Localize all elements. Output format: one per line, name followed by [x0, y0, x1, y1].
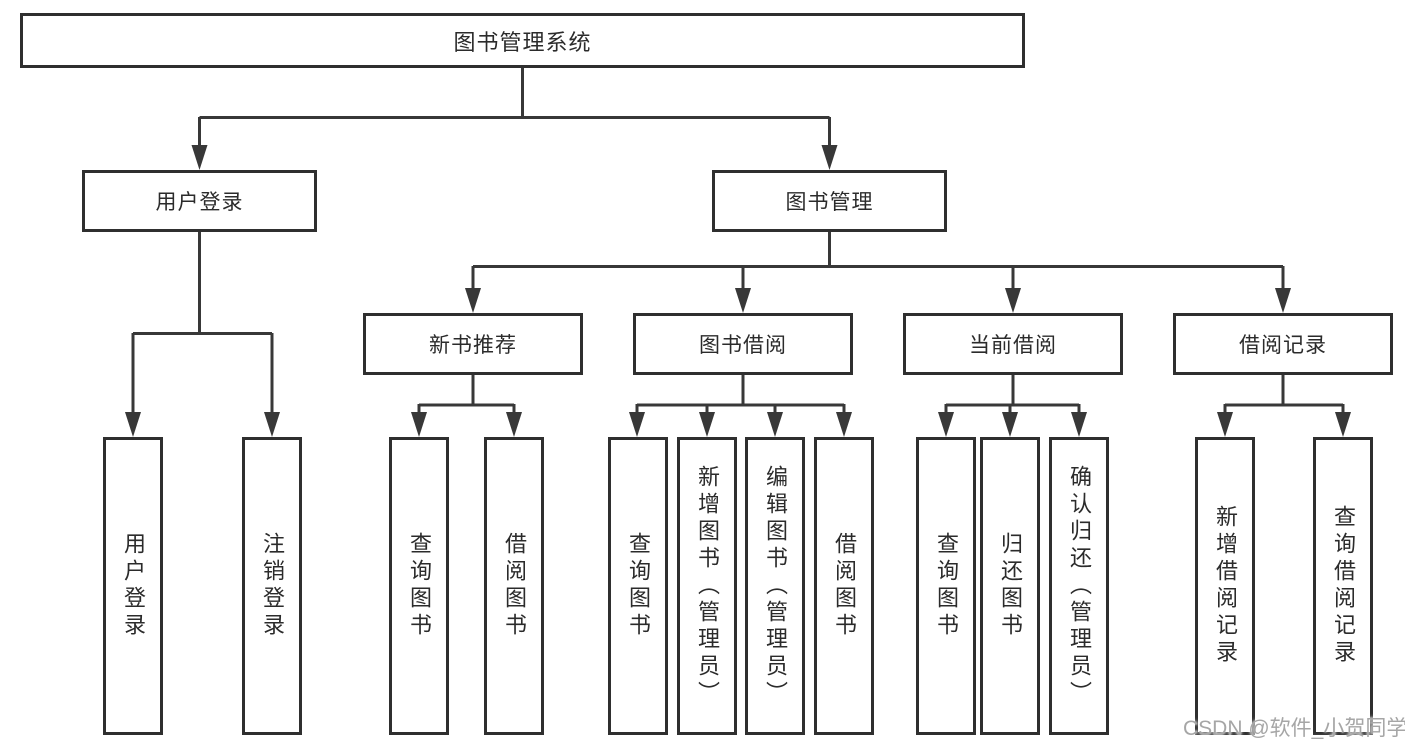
node-label: 查询图书: [626, 532, 651, 640]
node-label: 当前借阅: [969, 334, 1057, 357]
node-label: 查询借阅记录: [1331, 505, 1356, 667]
node-label: 借阅图书: [832, 532, 857, 640]
leaf-query-borrow-record: 查询借阅记录: [1313, 437, 1373, 735]
leaf-edit-book-admin: 编辑图书（管理员）: [745, 437, 805, 735]
node-current-borrowing: 当前借阅: [903, 313, 1123, 375]
leaf-query-books-recommend: 查询图书: [389, 437, 449, 735]
node-new-book-recommendation: 新书推荐: [363, 313, 583, 375]
node-book-borrowing: 图书借阅: [633, 313, 853, 375]
node-label: 用户登录: [155, 191, 244, 214]
node-label: 编辑图书（管理员）: [763, 464, 788, 708]
leaf-add-book-admin: 新增图书（管理员）: [677, 437, 737, 735]
node-book-management: 图书管理: [712, 170, 947, 232]
leaf-borrow-books-recommend: 借阅图书: [484, 437, 544, 735]
node-label: 借阅图书: [502, 532, 527, 640]
leaf-query-books-borrowing: 查询图书: [608, 437, 668, 735]
node-label: 归还图书: [998, 532, 1023, 640]
node-label: 注销登录: [260, 532, 285, 640]
node-label: 新增图书（管理员）: [695, 464, 720, 708]
leaf-query-books-current: 查询图书: [916, 437, 976, 735]
leaf-return-books: 归还图书: [980, 437, 1040, 735]
leaf-logout: 注销登录: [242, 437, 302, 735]
node-library-management-system: 图书管理系统: [20, 13, 1025, 68]
leaf-borrow-books-borrowing: 借阅图书: [814, 437, 874, 735]
csdn-watermark: CSDN @软件_小贺同学: [1183, 717, 1405, 740]
node-borrowing-records: 借阅记录: [1173, 313, 1393, 375]
node-label: 新书推荐: [429, 334, 517, 357]
leaf-user-login: 用户登录: [103, 437, 163, 735]
node-label: 图书管理系统: [453, 29, 592, 55]
node-label: 图书管理: [785, 191, 874, 214]
leaf-confirm-return-admin: 确认归还（管理员）: [1049, 437, 1109, 735]
leaf-add-borrow-record: 新增借阅记录: [1195, 437, 1255, 735]
node-label: 用户登录: [121, 532, 146, 640]
node-label: 借阅记录: [1239, 334, 1327, 357]
arrowheads: [125, 145, 1351, 437]
node-label: 查询图书: [934, 532, 959, 640]
node-user-login: 用户登录: [82, 170, 317, 232]
node-label: 查询图书: [407, 532, 432, 640]
node-label: 新增借阅记录: [1213, 505, 1238, 667]
node-label: 图书借阅: [699, 334, 787, 357]
node-label: 确认归还（管理员）: [1067, 464, 1092, 708]
